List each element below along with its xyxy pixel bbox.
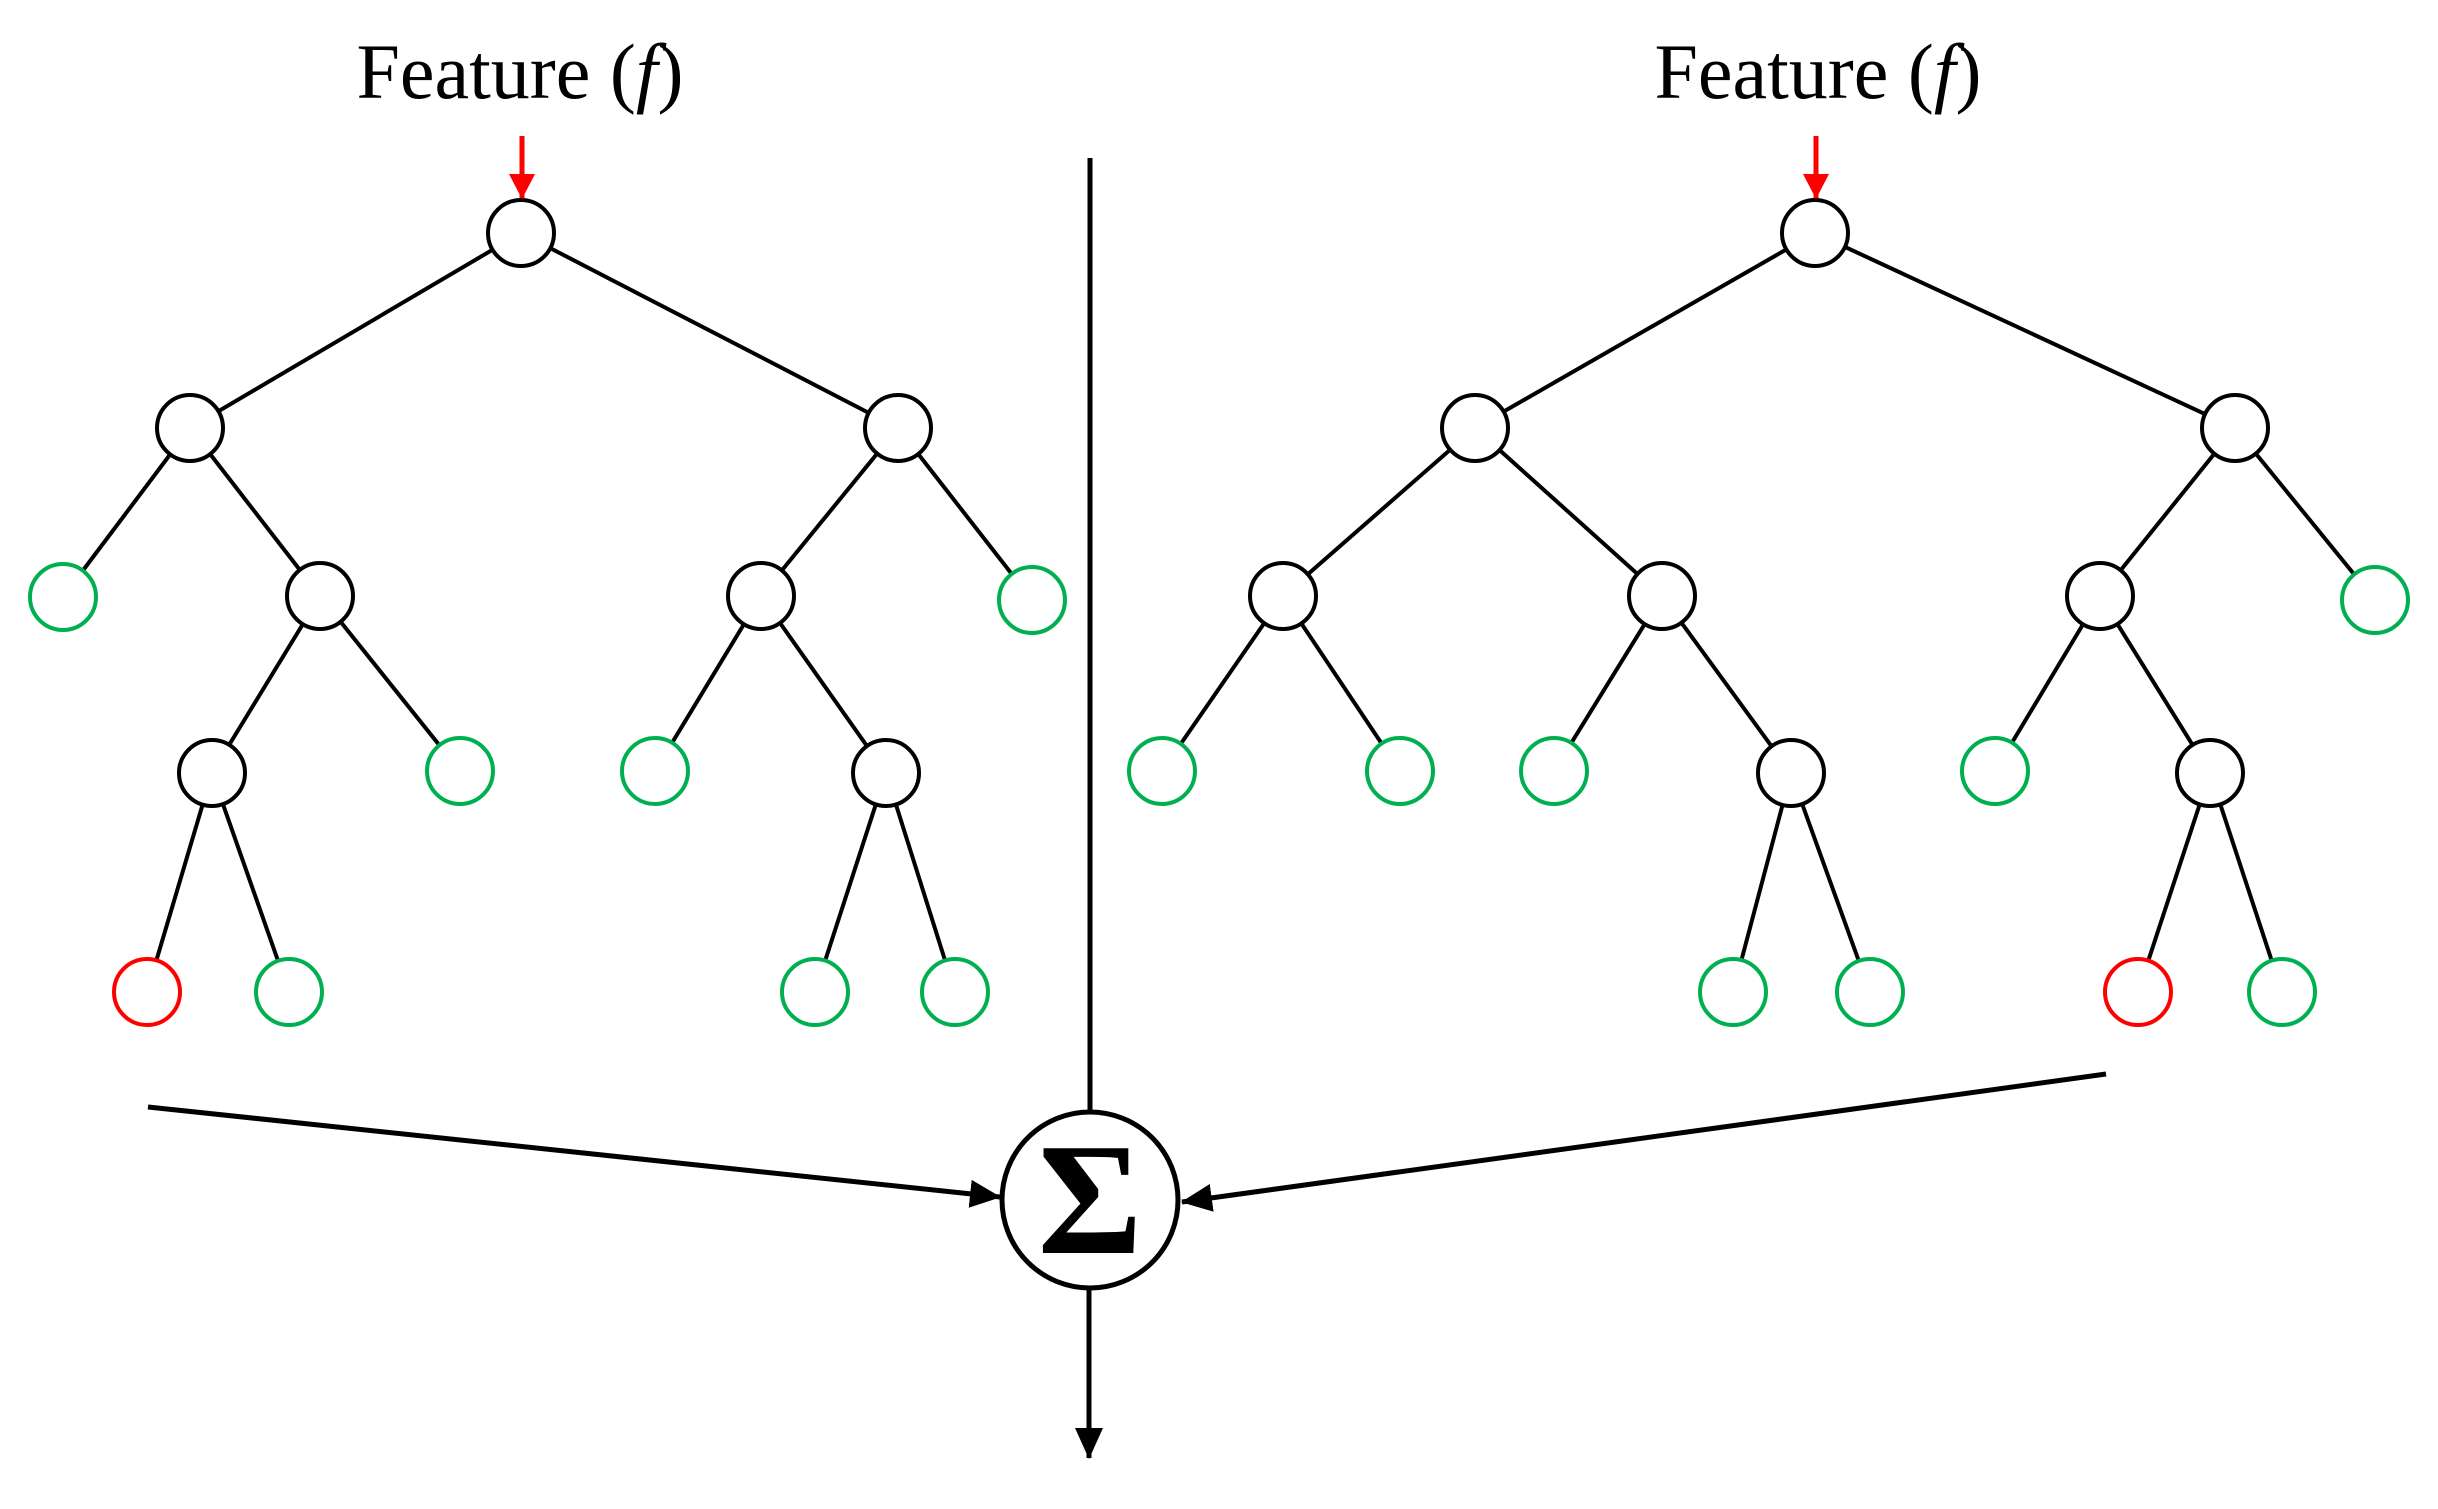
tree-edge — [1660, 594, 1793, 775]
leaf-node-green — [1519, 736, 1589, 806]
funnel-arrow-right — [1181, 1071, 2107, 1212]
leaf-node-green — [1698, 957, 1768, 1027]
tree-edge — [1789, 772, 1872, 993]
decision-node — [1440, 393, 1510, 463]
decision-node — [851, 738, 921, 808]
tree-edge — [884, 772, 957, 993]
tree-edge — [61, 426, 192, 599]
tree-edge — [520, 231, 899, 430]
decision-node — [1756, 738, 1826, 808]
tree-edge — [2233, 426, 2377, 602]
leaf-node-green — [1127, 736, 1197, 806]
leaf-node-green — [2247, 957, 2317, 1027]
tree-edge — [188, 426, 322, 598]
tree-edge — [1473, 426, 1664, 598]
decision-node — [726, 561, 796, 631]
leaf-node-green — [28, 562, 98, 632]
decision-node — [1627, 561, 1697, 631]
tree-edge — [2098, 426, 2237, 598]
leaf-node-green — [1365, 736, 1435, 806]
leaf-node-red — [112, 957, 182, 1027]
leaf-node-green — [1960, 736, 2030, 806]
tree-edge — [896, 426, 1034, 602]
decision-tree-left — [28, 198, 1067, 1027]
feature-label-left: Feature (f) — [356, 28, 683, 115]
tree-edge — [759, 594, 888, 775]
summation-node: Σ — [999, 1109, 1181, 1291]
decision-node — [1780, 198, 1850, 268]
funnel-arrow-left — [147, 1104, 1001, 1208]
tree-edge — [1814, 231, 2236, 430]
tree-edge — [1160, 594, 1285, 773]
tree-edge — [759, 426, 900, 598]
feature-label-right-suffix: ) — [1956, 28, 1982, 115]
arrow-layer — [147, 136, 2107, 1459]
tree-edge — [1281, 426, 1477, 598]
decision-node — [2200, 393, 2270, 463]
tree-edge — [1281, 594, 1402, 773]
leaf-node-red — [2103, 957, 2173, 1027]
tree-edge — [813, 772, 888, 993]
leaf-node-green — [1835, 957, 1905, 1027]
summation-circle — [999, 1109, 1181, 1291]
tree-edge — [1731, 772, 1793, 993]
leaf-node-green — [780, 957, 850, 1027]
decision-tree-right — [1127, 198, 2410, 1027]
feature-label-left-prefix: Feature ( — [356, 28, 635, 115]
leaf-node-green — [2340, 565, 2410, 635]
feature-label-right-prefix: Feature ( — [1654, 28, 1933, 115]
decision-node — [2065, 561, 2135, 631]
leaf-node-green — [997, 565, 1067, 635]
tree-edge — [145, 772, 214, 993]
decision-node — [863, 393, 933, 463]
tree-edge — [2136, 772, 2212, 993]
tree-edge — [1474, 231, 1816, 430]
leaf-node-green — [620, 736, 690, 806]
decision-node — [486, 198, 556, 268]
leaf-node-green — [425, 736, 495, 806]
tree-edge — [210, 772, 291, 993]
decision-node — [155, 393, 225, 463]
tree-edge — [318, 594, 462, 773]
decision-node — [2175, 738, 2245, 808]
leaf-node-green — [920, 957, 990, 1027]
leaf-node-green — [254, 957, 324, 1027]
tree-edge — [188, 231, 523, 430]
decision-node — [285, 561, 355, 631]
feature-label-right: Feature (f) — [1654, 28, 1981, 115]
sigma-symbol: Σ — [1038, 1110, 1143, 1288]
tree-edge — [2208, 772, 2284, 993]
decision-node — [177, 738, 247, 808]
feature-label-left-suffix: ) — [658, 28, 684, 115]
decision-node — [1248, 561, 1318, 631]
